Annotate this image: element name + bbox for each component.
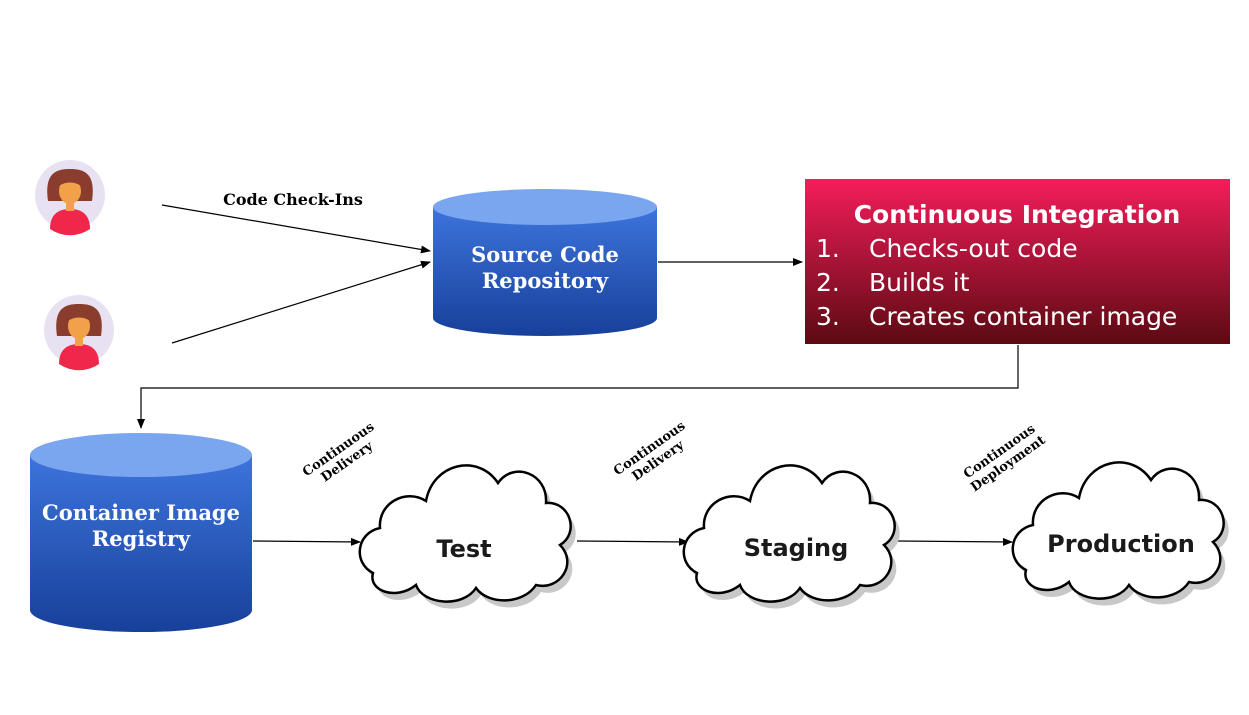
container-image-registry: Container Image Registry <box>30 433 252 632</box>
ci-step-2-num: 2. <box>816 268 840 297</box>
production-cloud: Production <box>1011 461 1229 606</box>
registry-label-line2: Registry <box>92 526 191 551</box>
staging-label: Staging <box>744 534 849 562</box>
developer-avatar-icon <box>35 160 105 236</box>
deployment-label: Continuous Deployment <box>961 422 1048 496</box>
source-code-repository: Source Code Repository <box>433 189 657 336</box>
test-label: Test <box>436 535 491 563</box>
source-repo-label-line1: Source Code <box>471 242 619 267</box>
developer-avatar-icon <box>44 295 114 371</box>
ci-to-registry-arrow <box>137 345 1019 429</box>
ci-step-3-num: 3. <box>816 302 840 331</box>
delivery-label-1: Continuous Delivery <box>300 420 377 486</box>
ci-step-3-text: Creates container image <box>869 302 1177 331</box>
registry-to-test-arrow <box>252 537 361 546</box>
checkin-label: Code Check-Ins <box>223 190 363 209</box>
ci-step-1-text: Checks-out code <box>869 234 1078 263</box>
registry-label-line1: Container Image <box>42 500 240 525</box>
ci-title: Continuous Integration <box>854 200 1181 229</box>
checkin-arrow-2 <box>171 260 431 344</box>
source-repo-label-line2: Repository <box>482 268 609 293</box>
staging-to-production-arrow <box>896 537 1013 546</box>
test-to-staging-arrow <box>576 537 689 546</box>
delivery-label-2: Continuous Delivery <box>611 419 688 485</box>
ci-step-2-text: Builds it <box>869 268 970 297</box>
staging-cloud: Staging <box>682 464 900 609</box>
test-cloud: Test <box>358 464 576 609</box>
ci-step-1-num: 1. <box>816 234 840 263</box>
checkin-arrow-1 <box>161 204 431 254</box>
ci-box: Continuous Integration 1. Checks-out cod… <box>805 179 1230 344</box>
production-label: Production <box>1047 530 1195 558</box>
